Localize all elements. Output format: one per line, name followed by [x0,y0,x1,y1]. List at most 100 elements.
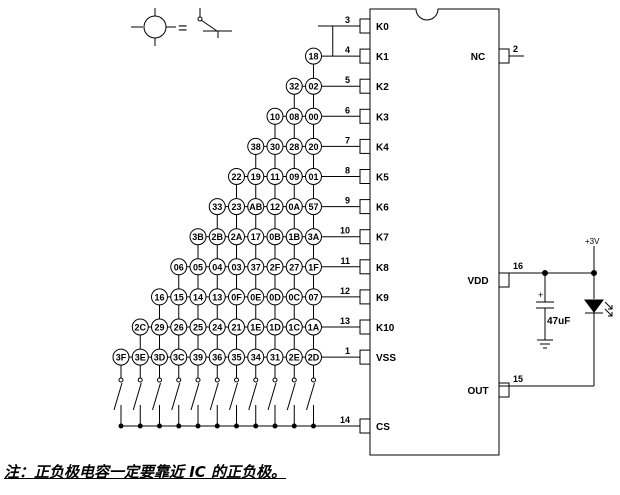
key-label: 02 [308,82,318,92]
key-label: 57 [308,202,318,212]
key-circle [266,107,284,125]
key-label: 0B [269,232,281,242]
key-label: 38 [251,142,261,152]
key-label: 2A [231,232,243,242]
key-label: 2F [270,262,281,272]
design-note: 注：正负极电容一定要靠近 IC 的正负极。 [4,463,287,481]
switch-contact-icon [157,377,162,383]
switch-blade-icon [286,382,296,411]
key-circle [266,228,284,246]
pin-number: 9 [345,196,350,206]
key-label: 13 [212,292,222,302]
key-label: 33 [212,202,222,212]
pin-box [359,169,371,184]
key-circle [228,198,245,216]
pin-number: 6 [345,105,350,115]
pin-number: 7 [345,135,350,145]
pin-name: K0 [376,22,389,33]
key-circle [285,77,303,95]
switch-contact-icon [272,377,278,383]
key-circle [285,107,303,125]
key-label: 30 [270,142,280,152]
key-circle [208,318,226,336]
key-label: 32 [289,82,299,92]
key-circle [247,258,265,276]
switch-contact-icon [137,377,143,383]
key-label: 29 [154,323,164,333]
switch-blade-icon [190,382,200,411]
led-junction-dot [591,270,597,276]
pin-name: K3 [376,112,389,123]
pin-number: 8 [345,166,350,176]
key-circle [170,258,188,276]
key-label: 17 [251,232,261,242]
key-circle [228,288,245,306]
pin-box [498,272,510,288]
key-label: 1C [288,323,300,333]
pin-number: 16 [513,261,523,271]
key-label: 39 [193,353,203,363]
switch-contact-icon [291,377,297,383]
pin-name: K9 [376,293,389,304]
pin-box [498,48,510,64]
capacitor-polarity-label: + [538,290,543,300]
key-label: 3C [173,353,185,363]
key-label: 18 [308,52,318,62]
key-circle [266,288,284,306]
power-voltage-label: +3V [585,237,600,246]
key-label: 20 [308,142,318,152]
capacitor-value-label: 47uF [547,316,570,327]
switch-contact-icon [234,377,239,383]
pin-name: K6 [376,203,389,214]
pin-box [359,349,371,365]
switch-contact-icon [253,377,259,383]
key-circle [228,168,245,185]
key-circle [285,288,303,306]
key-label: 21 [231,323,241,333]
capacitor-icon [536,273,554,340]
pin-box [498,382,510,398]
key-label: 0F [231,292,242,302]
key-circle [247,228,265,246]
key-label: 2C [134,323,146,333]
switch-contact-icon [214,377,220,383]
key-label: 27 [289,262,299,272]
key-circle [285,258,303,276]
key-circle [247,168,265,185]
pin-name: K10 [376,323,395,334]
pin-box [359,229,371,245]
key-label: 23 [231,202,241,212]
key-label: 00 [308,112,318,122]
pin-number: 11 [340,256,350,266]
switch-blade-icon [209,382,219,411]
key-label: 1E [250,323,261,333]
key-label: 0C [288,292,300,302]
key-label: 10 [270,112,280,122]
key-label: 37 [251,262,261,272]
key-circle [305,107,322,125]
pin-number: 1 [345,346,350,356]
key-circle [228,228,245,246]
key-label: 03 [231,262,241,272]
pin-box [359,199,371,215]
key-label: 22 [231,172,241,182]
key-label: 2D [308,353,320,363]
key-label: 34 [251,353,261,363]
key-circle [247,318,265,336]
switch-blade-icon [152,382,161,411]
pin-name: K5 [376,173,389,184]
key-circle [247,198,265,216]
pin-number: 4 [345,45,350,55]
key-label: 3F [116,353,127,363]
switch-contact-icon [176,377,182,383]
key-label: 26 [174,323,184,333]
key-circle [266,318,284,336]
key-label: 04 [212,262,222,272]
key-circle [285,168,303,185]
key-label: 2B [211,232,223,242]
ic-left-pins: 3K04K15K26K37K48K59K610K711K812K913K101V… [340,15,396,434]
switch-contact-icon [311,377,316,383]
pin-number: 15 [513,374,523,384]
switch-contact-icon [195,377,201,383]
